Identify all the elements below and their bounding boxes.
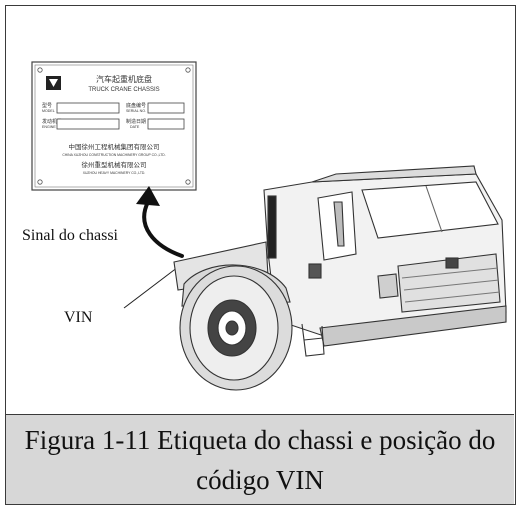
date-field	[147, 118, 185, 130]
model-label-en: MODEL	[42, 109, 55, 113]
chassis-sign-label: Sinal do chassi	[22, 227, 119, 244]
model-field	[56, 102, 120, 114]
figure-illustration: 汽车起重机底盘 TRUCK CRANE CHASSIS 型号 MODEL 底盘编…	[22, 61, 507, 391]
figure-frame: 汽车起重机底盘 TRUCK CRANE CHASSIS 型号 MODEL 底盘编…	[5, 5, 516, 505]
vin-leader-line	[123, 263, 183, 309]
plate-group-cn: 中国徐州工程机械集团有限公司	[69, 142, 160, 151]
engine-label-en: ENGINE NO.	[42, 125, 63, 129]
engine-label-cn: 发动机号	[42, 118, 62, 125]
model-label-cn: 型号	[42, 102, 52, 109]
xcmg-logo-icon	[46, 76, 61, 90]
caption-text: Figura 1-11 Etiqueta do chassi e posição…	[25, 420, 496, 500]
plate-title-cn: 汽车起重机底盘	[96, 74, 152, 84]
plate-company-cn: 徐州重型机械有限公司	[82, 160, 147, 169]
pointer-arrow	[136, 186, 184, 258]
rivet-icon	[185, 179, 191, 185]
vin-label: VIN	[64, 309, 93, 326]
rivet-icon	[37, 67, 43, 73]
engine-field	[56, 118, 120, 130]
front-wheel-icon	[179, 265, 293, 391]
chassis-plate: 汽车起重机底盘 TRUCK CRANE CHASSIS 型号 MODEL 底盘编…	[31, 61, 197, 191]
rivet-icon	[185, 67, 191, 73]
figure-caption: Figura 1-11 Etiqueta do chassi e posição…	[6, 414, 514, 504]
date-label-en: DATE	[130, 125, 140, 129]
serial-label-en: SERIAL NO.	[126, 109, 146, 113]
caption-line-2: código VIN	[196, 464, 324, 495]
serial-label-cn: 底盘编号	[126, 102, 146, 109]
truck-illustration	[173, 165, 507, 391]
rivet-icon	[37, 179, 43, 185]
caption-line-1: Figura 1-11 Etiqueta do chassi e posição…	[24, 424, 496, 455]
plate-title-en: TRUCK CRANE CHASSIS	[88, 87, 159, 93]
date-label-cn: 制造日期	[126, 118, 146, 125]
plate-company-en: XUZHOU HEAVY MACHINERY CO.,LTD.	[83, 171, 146, 175]
serial-field	[147, 102, 185, 114]
plate-group-en: CHINA XUZHOU CONSTRUCTION MACHINERY GROU…	[62, 153, 165, 157]
